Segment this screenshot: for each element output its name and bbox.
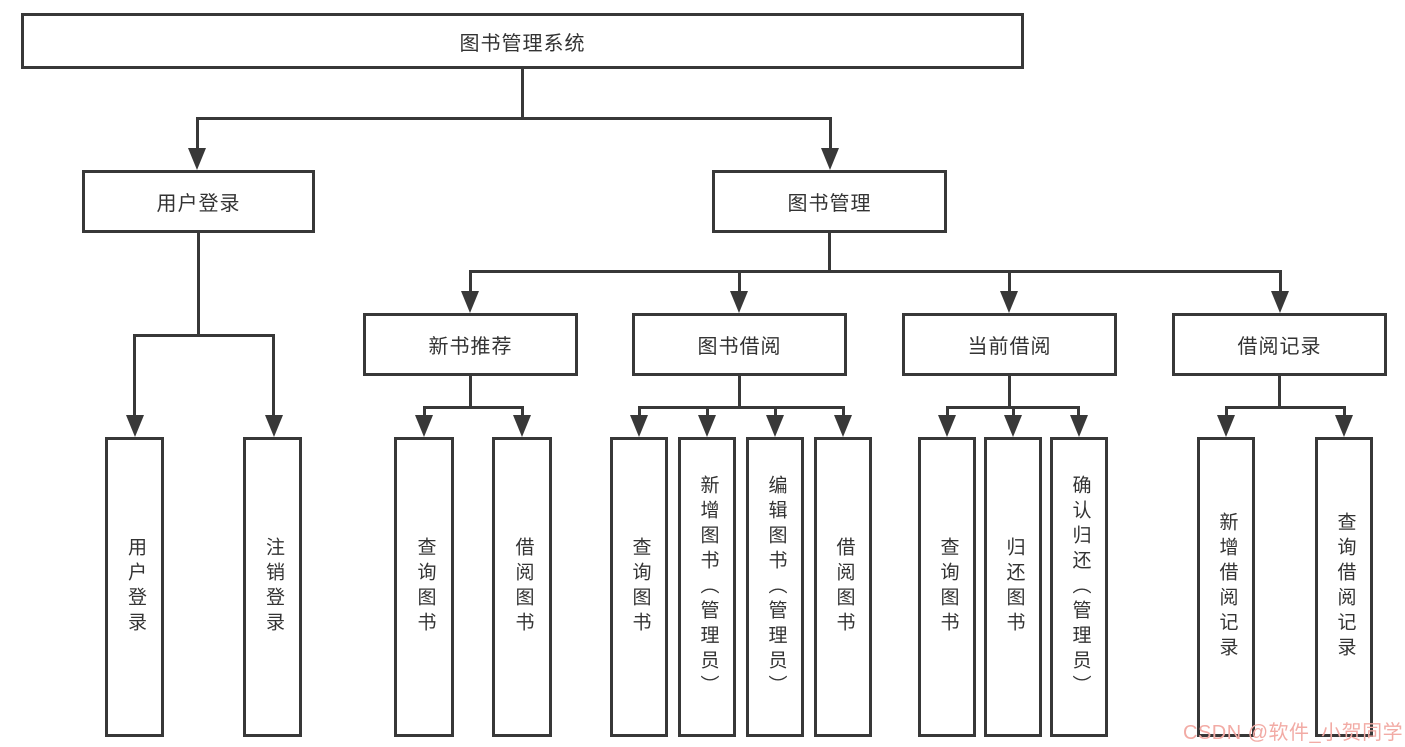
node-new-book-recommendation: 新书推荐 — [363, 313, 578, 376]
arrowhead-down-icon — [126, 415, 144, 437]
leaf-query-books-borrow: 查询图书 — [610, 437, 668, 737]
node-label: 图书借阅 — [697, 336, 782, 358]
arrowhead-down-icon — [730, 291, 748, 313]
node-library-system: 图书管理系统 — [21, 13, 1024, 69]
connector-line — [521, 406, 524, 418]
leaf-logout: 注销登录 — [243, 437, 302, 737]
leaf-label: 确认归还（管理员） — [1069, 474, 1091, 700]
leaf-user-login: 用户登录 — [105, 437, 164, 737]
connector-line — [1225, 406, 1228, 418]
leaf-label: 新增图书（管理员） — [697, 474, 719, 700]
connector-line — [1279, 270, 1282, 295]
connector-line — [738, 376, 741, 407]
connector-line — [1225, 406, 1345, 409]
connector-line — [272, 334, 275, 419]
arrowhead-down-icon — [1271, 291, 1289, 313]
watermark: CSDN @软件_小贺同学 — [1183, 722, 1404, 744]
leaf-label: 新增借阅记录 — [1216, 512, 1238, 662]
leaf-label: 归还图书 — [1003, 537, 1025, 637]
arrowhead-down-icon — [821, 148, 839, 170]
arrowhead-down-icon — [834, 415, 852, 437]
arrowhead-down-icon — [766, 415, 784, 437]
arrowhead-down-icon — [1070, 415, 1088, 437]
connector-line — [1012, 406, 1015, 418]
node-book-management: 图书管理 — [712, 170, 947, 233]
connector-line — [1008, 376, 1011, 407]
connector-line — [423, 406, 426, 418]
arrowhead-down-icon — [415, 415, 433, 437]
connector-line — [521, 69, 524, 118]
connector-line — [738, 270, 741, 295]
arrowhead-down-icon — [1217, 415, 1235, 437]
arrowhead-down-icon — [938, 415, 956, 437]
arrowhead-down-icon — [461, 291, 479, 313]
node-book-borrowing: 图书借阅 — [632, 313, 847, 376]
connector-line — [196, 117, 199, 151]
leaf-label: 借阅图书 — [833, 537, 855, 637]
leaf-label: 查询图书 — [937, 537, 959, 637]
leaf-label: 查询图书 — [414, 537, 436, 637]
leaf-label: 查询借阅记录 — [1334, 512, 1356, 662]
connector-line — [469, 376, 472, 407]
node-borrowing-records: 借阅记录 — [1172, 313, 1387, 376]
connector-line — [196, 117, 832, 120]
arrowhead-down-icon — [265, 415, 283, 437]
connector-line — [1077, 406, 1080, 418]
arrowhead-down-icon — [513, 415, 531, 437]
connector-line — [829, 117, 832, 151]
connector-line — [469, 270, 472, 295]
leaf-borrow-books: 借阅图书 — [814, 437, 872, 737]
leaf-query-books-current: 查询图书 — [918, 437, 976, 737]
arrowhead-down-icon — [698, 415, 716, 437]
leaf-add-books-admin: 新增图书（管理员） — [678, 437, 736, 737]
connector-line — [1343, 406, 1346, 418]
node-label: 图书管理 — [787, 193, 872, 215]
node-current-borrowing: 当前借阅 — [902, 313, 1117, 376]
node-user-login: 用户登录 — [82, 170, 315, 233]
connector-line — [638, 406, 641, 418]
arrowhead-down-icon — [630, 415, 648, 437]
connector-line — [842, 406, 845, 418]
leaf-label: 注销登录 — [262, 537, 284, 637]
node-label: 用户登录 — [156, 193, 241, 215]
leaf-edit-books-admin: 编辑图书（管理员） — [746, 437, 804, 737]
connector-line — [133, 334, 275, 337]
connector-line — [946, 406, 949, 418]
connector-line — [469, 270, 1282, 273]
connector-line — [1278, 376, 1281, 407]
leaf-borrow-books-recommend: 借阅图书 — [492, 437, 552, 737]
leaf-label: 查询图书 — [629, 537, 651, 637]
connector-line — [774, 406, 777, 418]
leaf-query-books-recommend: 查询图书 — [394, 437, 454, 737]
leaf-label: 借阅图书 — [512, 537, 534, 637]
leaf-add-borrow-record: 新增借阅记录 — [1197, 437, 1255, 737]
connector-line — [423, 406, 522, 409]
arrowhead-down-icon — [1004, 415, 1022, 437]
node-label: 新书推荐 — [428, 336, 513, 358]
arrowhead-down-icon — [1335, 415, 1353, 437]
connector-line — [133, 334, 136, 419]
leaf-label: 编辑图书（管理员） — [765, 474, 787, 700]
arrowhead-down-icon — [1000, 291, 1018, 313]
connector-line — [706, 406, 709, 418]
leaf-query-borrow-record: 查询借阅记录 — [1315, 437, 1373, 737]
node-label: 借阅记录 — [1237, 336, 1322, 358]
leaf-return-books: 归还图书 — [984, 437, 1042, 737]
node-label: 图书管理系统 — [459, 32, 586, 55]
arrowhead-down-icon — [188, 148, 206, 170]
connector-line — [828, 233, 831, 271]
connector-line — [197, 233, 200, 335]
connector-line — [638, 406, 843, 409]
node-label: 当前借阅 — [967, 336, 1052, 358]
connector-line — [1008, 270, 1011, 295]
leaf-confirm-return-admin: 确认归还（管理员） — [1050, 437, 1108, 737]
leaf-label: 用户登录 — [124, 537, 146, 637]
